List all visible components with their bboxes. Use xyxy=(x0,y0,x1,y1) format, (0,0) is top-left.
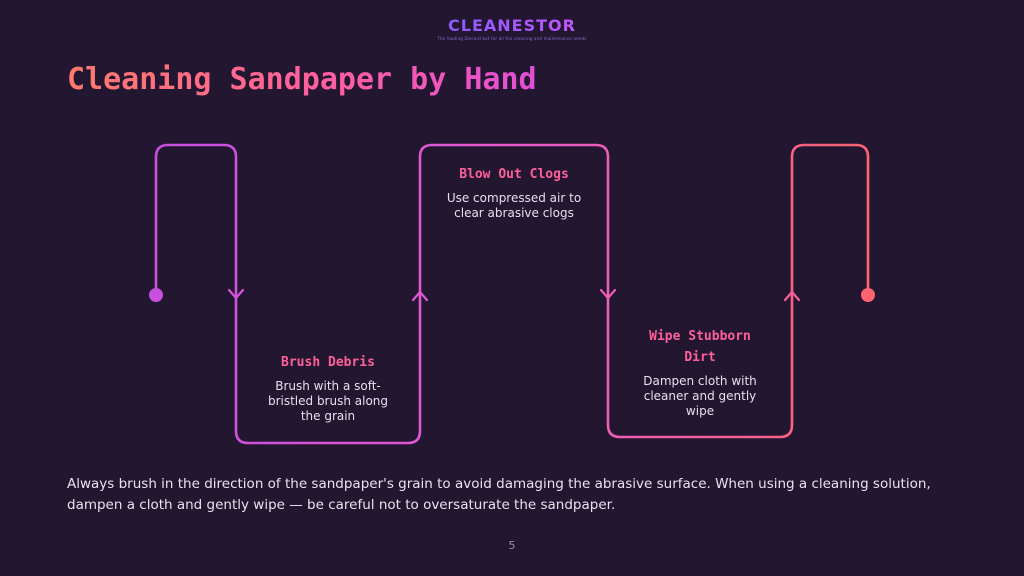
step-wipe-stubborn-dirt: Wipe Stubborn Dirt Dampen cloth with cle… xyxy=(615,326,785,419)
step-title: Wipe Stubborn Dirt xyxy=(649,329,751,365)
step-description: Brush with a soft-bristled brush along t… xyxy=(267,379,389,423)
end-dot xyxy=(861,288,875,302)
step-title: Brush Debris xyxy=(281,355,375,370)
brand-logo: CLEANESTOR The leading Discord bot for a… xyxy=(0,16,1024,41)
down-arrow-icon xyxy=(227,288,245,300)
page-number: 5 xyxy=(508,539,516,552)
page-title: Cleaning Sandpaper by Hand xyxy=(67,62,537,97)
tip-note: Always brush in the direction of the san… xyxy=(67,476,931,513)
step-description: Dampen cloth with cleaner and gently wip… xyxy=(643,374,757,418)
down-arrow-icon xyxy=(599,288,617,300)
brand-tagline: The leading Discord bot for all the clea… xyxy=(437,36,587,41)
step-blow-out-clogs: Blow Out Clogs Use compressed air to cle… xyxy=(429,164,599,221)
up-arrow-icon xyxy=(411,290,429,302)
step-title: Blow Out Clogs xyxy=(459,167,569,182)
brand-name: CLEANESTOR xyxy=(448,16,576,35)
step-brush-debris: Brush Debris Brush with a soft-bristled … xyxy=(243,352,413,424)
step-description: Use compressed air to clear abrasive clo… xyxy=(446,191,582,220)
start-dot xyxy=(149,288,163,302)
up-arrow-icon xyxy=(783,290,801,302)
